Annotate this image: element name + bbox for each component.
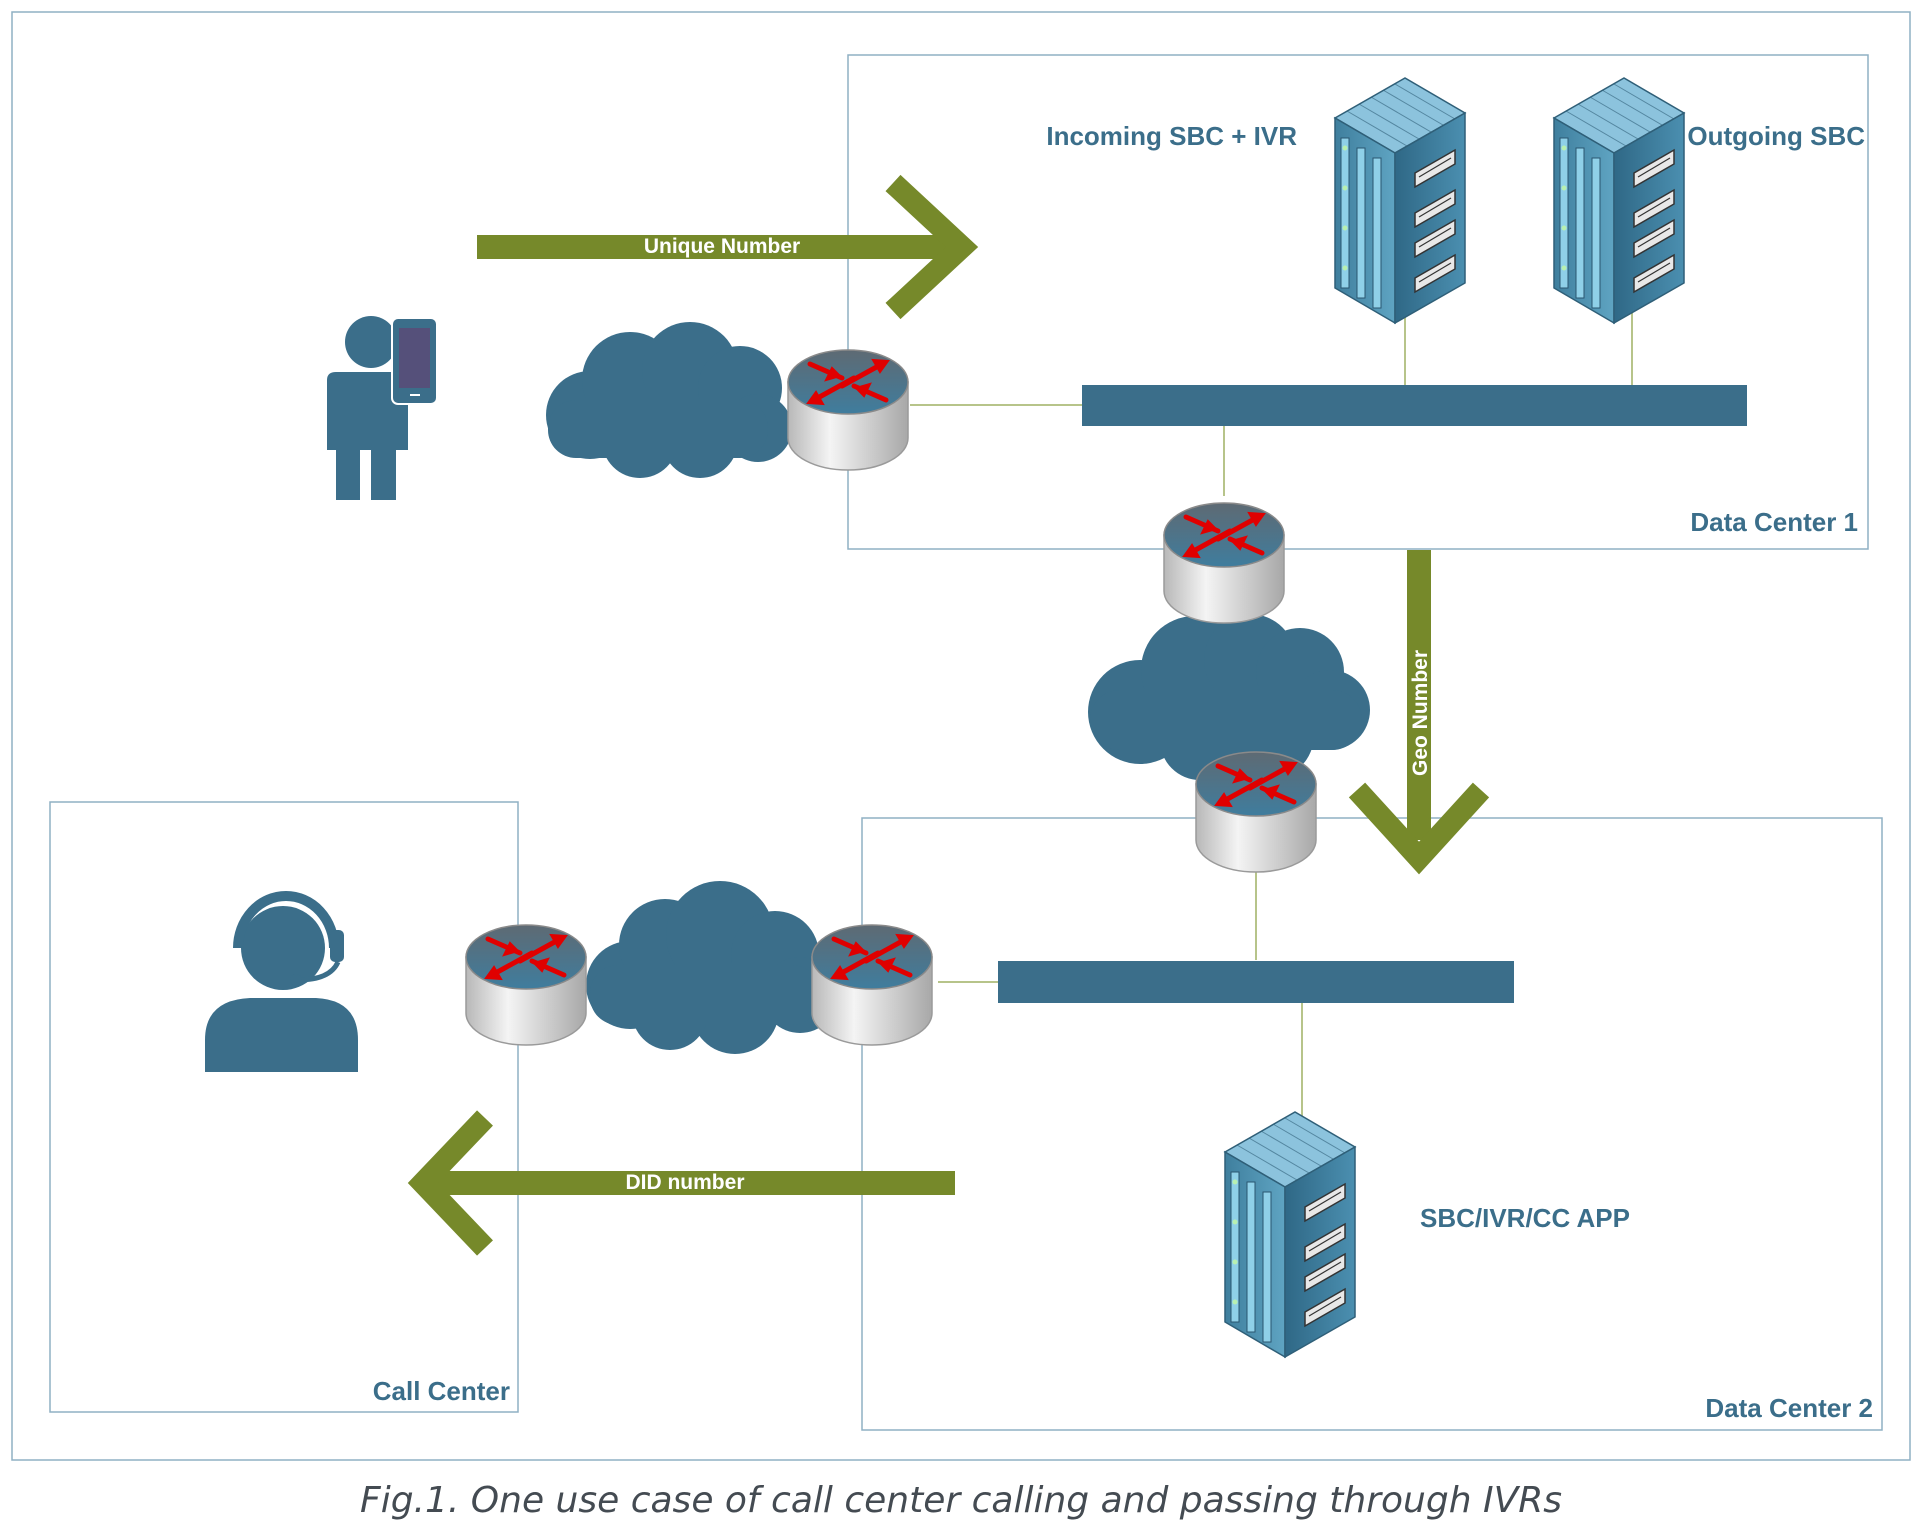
geo-number-label: Geo Number <box>1409 650 1432 776</box>
call-center-label: Call Center <box>373 1376 510 1406</box>
router-icon <box>466 925 586 1045</box>
router-icon <box>1196 752 1316 872</box>
figure-caption: Fig.1. One use case of call center calli… <box>360 1480 1562 1521</box>
data-center-2-box <box>861 817 1883 1431</box>
incoming-sbc-label: Incoming SBC + IVR <box>1046 121 1297 151</box>
dc2-switch-bar <box>998 961 1514 1003</box>
cloud-icon <box>1088 614 1370 780</box>
server-rack-icon <box>1553 77 1685 324</box>
cloud-icon <box>546 322 792 478</box>
router-icon <box>812 925 932 1045</box>
data-center-2-label: Data Center 2 <box>1705 1393 1873 1423</box>
data-center-1-box <box>847 54 1869 550</box>
router-icon <box>1164 503 1284 623</box>
cloud-icon <box>586 881 838 1054</box>
geo-number-arrow: Geo Number <box>1348 550 1490 875</box>
sbc-ivr-cc-app-label: SBC/IVR/CC APP <box>1420 1203 1630 1233</box>
server-rack-icon <box>1224 1111 1356 1358</box>
unique-number-label: Unique Number <box>644 235 800 258</box>
agent-headset-icon <box>205 891 358 1072</box>
dc1-switch-bar <box>1082 385 1747 426</box>
did-number-arrow: DID number <box>407 1110 955 1256</box>
server-rack-icon <box>1334 77 1466 324</box>
call-center-box <box>49 801 519 1413</box>
caller-phone-icon <box>327 316 438 500</box>
outgoing-sbc-label: Outgoing SBC <box>1687 121 1865 151</box>
data-center-1-label: Data Center 1 <box>1690 507 1858 537</box>
router-icon <box>788 350 908 470</box>
did-number-label: DID number <box>625 1171 744 1194</box>
outer-frame <box>11 11 1911 1461</box>
unique-number-arrow: Unique Number <box>477 174 979 320</box>
